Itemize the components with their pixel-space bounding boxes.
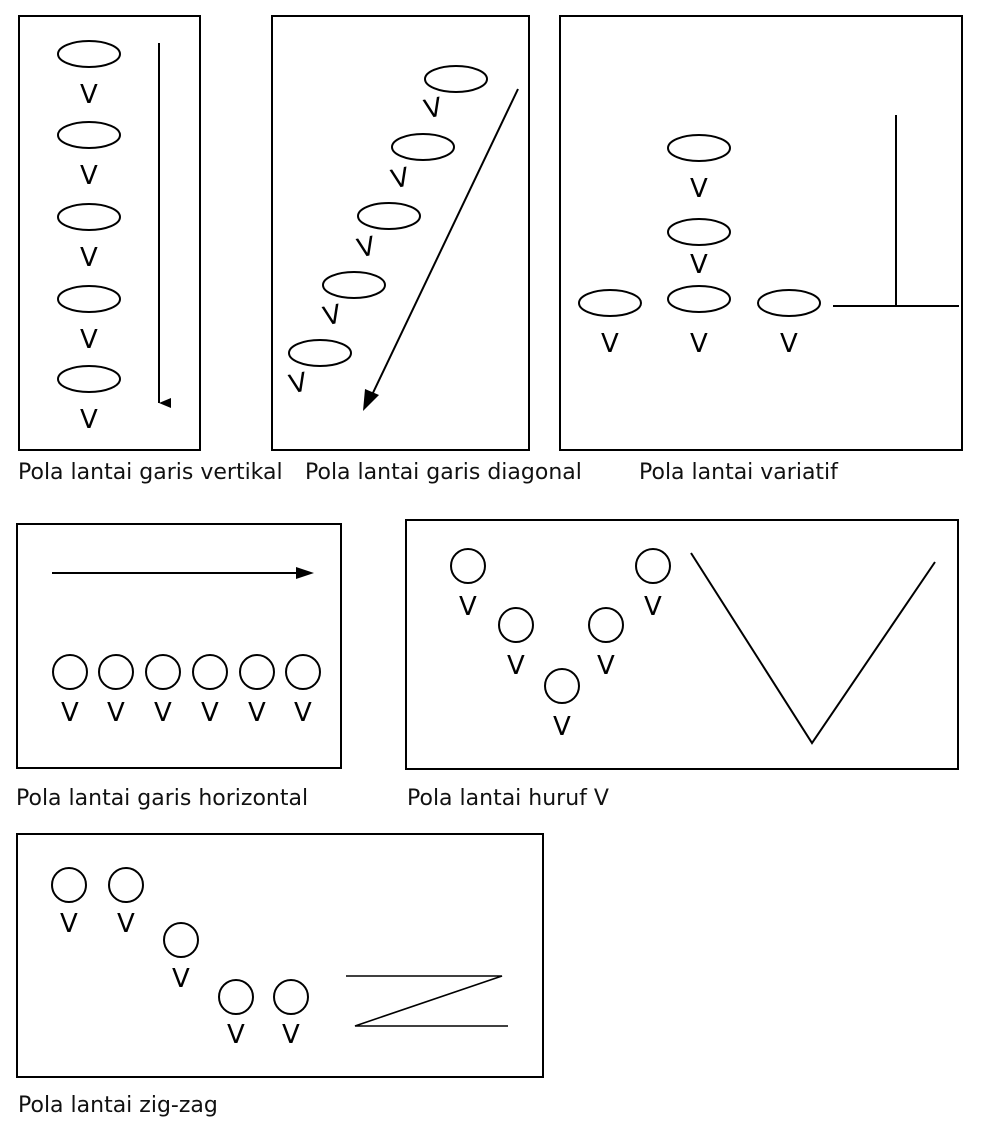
dancer: V (498, 607, 534, 681)
dancer: V (57, 203, 121, 273)
panel-zigzag: V V V V V (16, 833, 544, 1078)
caption-huruf-v: Pola lantai huruf V (407, 786, 609, 811)
dancer-mark: V (117, 909, 135, 939)
dancer-mark: V (388, 162, 412, 195)
dancer: V (57, 365, 121, 435)
dancer: V (57, 121, 121, 191)
dancer: V (588, 607, 624, 681)
dancer: V (578, 289, 642, 359)
dancer: V (145, 654, 181, 728)
dancer-mark: V (227, 1020, 245, 1050)
dancer: V (239, 654, 275, 728)
dancer-mark: V (80, 325, 98, 355)
panel-variatif: V V V V V (559, 15, 963, 451)
horizontal-diagram: V V V V V V (52, 567, 321, 728)
dancer-mark: V (60, 909, 78, 939)
dancer-mark: V (294, 698, 312, 728)
panel-huruf-v: V V V V V (405, 519, 959, 770)
dancer-mark: V (80, 405, 98, 435)
dancer: V (667, 285, 731, 359)
dancer-mark: V (172, 964, 190, 994)
caption-horizontal: Pola lantai garis horizontal (16, 786, 309, 811)
panel-horizontal: V V V V V V (16, 523, 342, 769)
huruf-v-diagram: V V V V V (450, 548, 936, 745)
dancer: V (421, 65, 488, 125)
dancer: V (218, 979, 254, 1050)
arrow-head (296, 567, 314, 579)
dancer: V (667, 218, 731, 280)
dancer: V (163, 922, 199, 994)
dancer: V (192, 654, 228, 728)
dancer-mark: V (421, 92, 445, 125)
dancer-mark: V (320, 299, 344, 332)
dancer: V (51, 867, 87, 939)
arrow-head (363, 389, 379, 411)
dancer-mark: V (690, 250, 708, 280)
dancer-mark: V (553, 712, 571, 742)
dancer: V (388, 133, 455, 195)
dancer: V (354, 202, 421, 264)
caption-zigzag: Pola lantai zig-zag (18, 1093, 218, 1118)
dancer: V (57, 40, 121, 110)
dancer-mark: V (644, 592, 662, 622)
dancer: V (757, 289, 821, 359)
dancer: V (273, 979, 309, 1050)
variatif-diagram: V V V V V (578, 115, 959, 359)
dancer-mark: V (601, 329, 619, 359)
dancer-mark: V (107, 698, 125, 728)
zigzag-diagram: V V V V V (51, 867, 508, 1050)
dancer-mark: V (80, 161, 98, 191)
dancer: V (667, 134, 731, 204)
caption-diagonal: Pola lantai garis diagonal (305, 460, 582, 485)
caption-vertical: Pola lantai garis vertikal (18, 460, 283, 485)
dancer: V (544, 668, 580, 742)
dancer: V (635, 548, 671, 622)
dancer-mark: V (507, 651, 525, 681)
dancer-mark: V (80, 243, 98, 273)
direction-arrow (370, 88, 519, 398)
dancer: V (286, 339, 352, 400)
dancer-mark: V (286, 367, 310, 400)
dancer-mark: V (690, 329, 708, 359)
dancer-mark: V (282, 1020, 300, 1050)
diagonal-diagram: V V V V V (286, 65, 519, 411)
dancer-mark: V (80, 80, 98, 110)
dancer: V (57, 285, 121, 355)
dancer: V (98, 654, 134, 728)
dancer-mark: V (201, 698, 219, 728)
dancer: V (285, 654, 321, 728)
dancer-mark: V (354, 231, 378, 264)
dancer: V (320, 271, 386, 332)
vertical-diagram: V V V V V (57, 40, 171, 435)
dancer-mark: V (597, 651, 615, 681)
dancer-mark: V (248, 698, 266, 728)
dancer-mark: V (61, 698, 79, 728)
dancer: V (108, 867, 144, 939)
dancer-mark: V (690, 174, 708, 204)
pattern-line-zigzag (346, 975, 508, 1027)
dancer-mark: V (154, 698, 172, 728)
dancer: V (450, 548, 486, 622)
dancer-mark: V (780, 329, 798, 359)
dancer: V (52, 654, 88, 728)
dancer-mark: V (459, 592, 477, 622)
panel-vertical: V V V V V (18, 15, 201, 451)
pattern-line-v (690, 552, 936, 745)
panel-diagonal: V V V V V (271, 15, 530, 451)
caption-variatif: Pola lantai variatif (639, 460, 838, 485)
